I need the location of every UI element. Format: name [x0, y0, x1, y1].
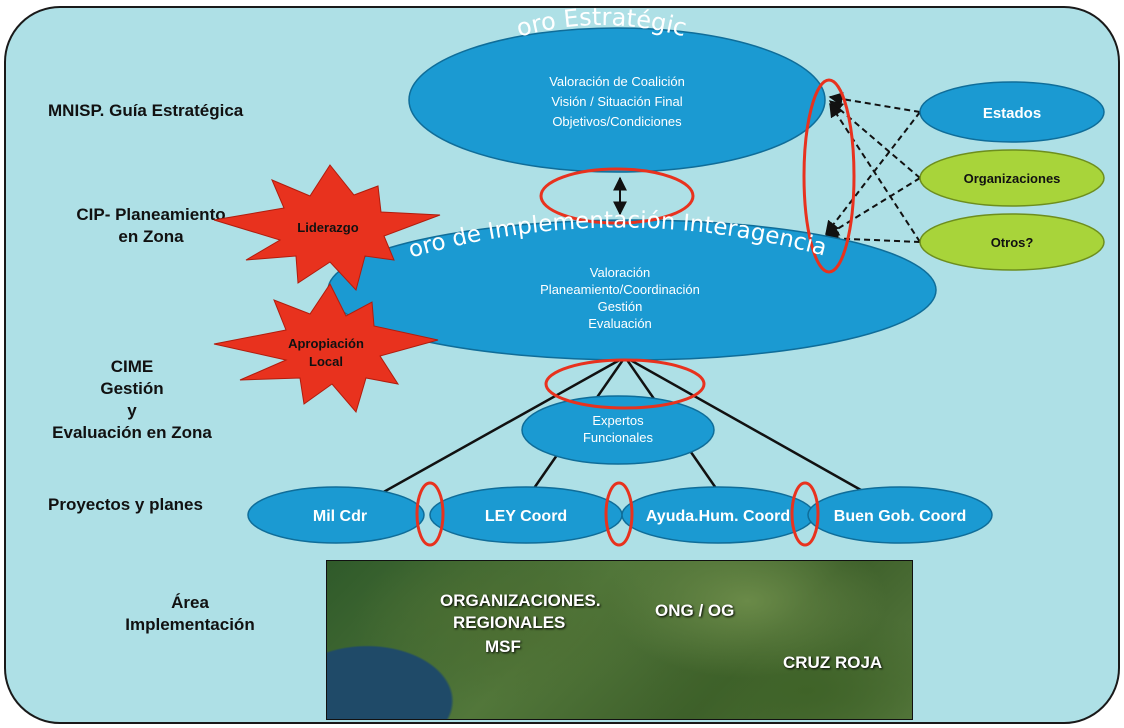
project-label-mil: Mil Cdr: [313, 508, 367, 525]
label-proyectos: Proyectos y planes: [48, 495, 203, 514]
map-label-org-line2: REGIONALES: [453, 613, 566, 632]
apropiacion-star: [213, 283, 439, 414]
actor-ellipse-organizaciones: [919, 149, 1105, 207]
actor-labels: Estados Organizaciones Otros?: [964, 105, 1061, 250]
project-labels: Mil Cdr LEY Coord Ayuda.Hum. Coord Buen …: [313, 508, 966, 525]
label-mnisp: MNISP. Guía Estratégica: [48, 101, 244, 120]
label-cip: CIP- Planeamiento en Zona: [60, 204, 242, 248]
foro-implementacion-line-1: Valoración: [590, 265, 650, 280]
actor-label-otros: Otros?: [991, 235, 1034, 250]
expertos-ellipse: [521, 395, 715, 465]
liderazgo-label: Liderazgo: [297, 220, 358, 235]
star-labels: Liderazgo Apropiación Local: [288, 220, 364, 369]
map-label-msf: MSF: [485, 637, 521, 656]
expertos-line1: Expertos: [592, 413, 644, 428]
label-area-line1: Área: [171, 593, 209, 612]
foro-implementacion-lines: Valoración Planeamiento/Coordinación Ges…: [540, 265, 700, 331]
map-label-cruz-roja: CRUZ ROJA: [783, 653, 883, 672]
project-label-ayuda: Ayuda.Hum. Coord: [646, 508, 790, 525]
label-cip-line2: en Zona: [118, 227, 184, 246]
actor-connectors: [824, 92, 921, 246]
map-label-ong: ONG / OG: [655, 601, 735, 620]
label-cime: CIME Gestión y Evaluación en Zona: [40, 356, 224, 444]
project-label-buengob: Buen Gob. Coord: [834, 508, 966, 525]
apropiacion-label-line2: Local: [309, 354, 343, 369]
foro-estrategico-ellipse: [408, 27, 826, 173]
foro-estrategico-line-1: Valoración de Coalición: [549, 74, 685, 89]
actor-ellipse-otros: [919, 213, 1105, 271]
actor-ellipse-estados: [919, 81, 1105, 143]
project-ellipse-buengob: [807, 486, 993, 544]
label-area-line2: Implementación: [125, 615, 255, 634]
project-label-ley: LEY Coord: [485, 508, 567, 525]
label-cime-line4: Evaluación en Zona: [52, 423, 212, 442]
foro-estrategico-line-2: Visión / Situación Final: [551, 94, 682, 109]
foro-estrategico-line-3: Objetivos/Condiciones: [552, 114, 682, 129]
project-ellipse-mil: [247, 486, 425, 544]
actor-label-organizaciones: Organizaciones: [964, 171, 1061, 186]
actor-label-estados: Estados: [983, 105, 1041, 122]
foro-implementacion-line-2: Planeamiento/Coordinación: [540, 282, 700, 297]
label-cip-line1: CIP- Planeamiento: [76, 205, 226, 224]
label-cime-line3: y: [127, 401, 137, 420]
highlight-ovals: [415, 78, 856, 547]
foro-estrategico-lines: Valoración de Coalición Visión / Situaci…: [549, 74, 685, 129]
map-label-org-line1: ORGANIZACIONES.: [440, 591, 601, 610]
label-area: Área Implementación: [105, 592, 275, 636]
satellite-map: ORGANIZACIONES. REGIONALES MSF ONG / OG …: [326, 560, 913, 720]
liderazgo-star: [213, 164, 441, 292]
foro-implementacion-line-4: Evaluación: [588, 316, 652, 331]
expertos-line2: Funcionales: [583, 430, 654, 445]
label-cime-line1: CIME: [110, 357, 154, 376]
foro-implementacion-line-3: Gestión: [598, 299, 643, 314]
apropiacion-label-line1: Apropiación: [288, 336, 364, 351]
expertos-labels: Expertos Funcionales: [583, 413, 654, 445]
label-cime-line2: Gestión: [100, 379, 164, 398]
